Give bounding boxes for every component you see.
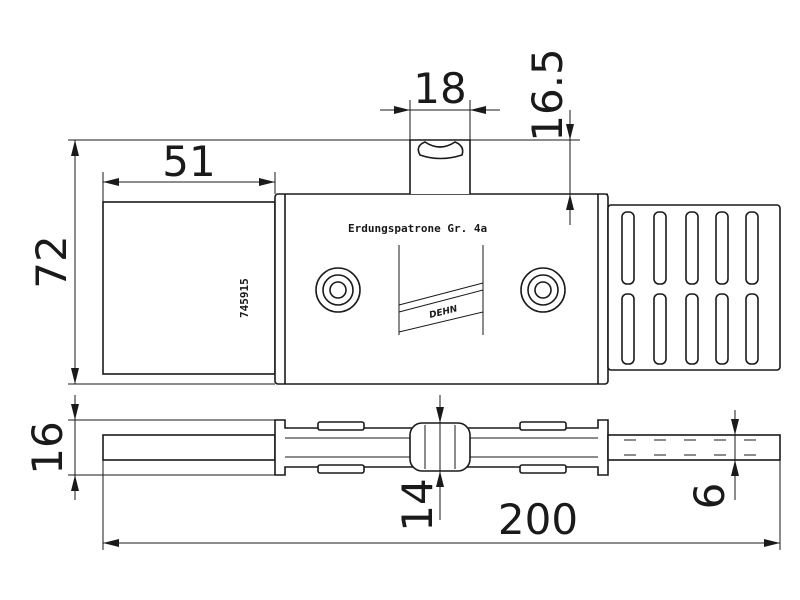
dim-14: 14: [393, 478, 442, 531]
side-rod: [102, 434, 276, 461]
screw-right: [520, 267, 566, 313]
top-lug: [409, 139, 471, 194]
dimension-arrows: [71, 106, 780, 547]
dim-16-5: 16.5: [523, 48, 572, 142]
dim-72: 72: [27, 235, 76, 288]
dehn-logo-mark: [398, 289, 484, 333]
right-grip: [607, 204, 781, 371]
product-name-label: Erdungspatrone Gr. 4a: [348, 222, 487, 235]
top-view: DEHN Erdungspatrone Gr. 4a 745915: [102, 139, 781, 385]
dim-200: 200: [498, 495, 578, 544]
grip-slots: [621, 211, 759, 365]
dim-16: 16: [23, 421, 72, 474]
screw-left: [315, 267, 361, 313]
article-number-label: 745915: [238, 278, 251, 318]
side-view: [102, 419, 781, 476]
left-cap: [102, 201, 276, 375]
side-grip: [607, 434, 781, 461]
dim-18: 18: [413, 64, 466, 113]
lug-slot: [417, 141, 464, 160]
dim-51: 51: [162, 137, 215, 186]
dim-6: 6: [685, 483, 734, 510]
